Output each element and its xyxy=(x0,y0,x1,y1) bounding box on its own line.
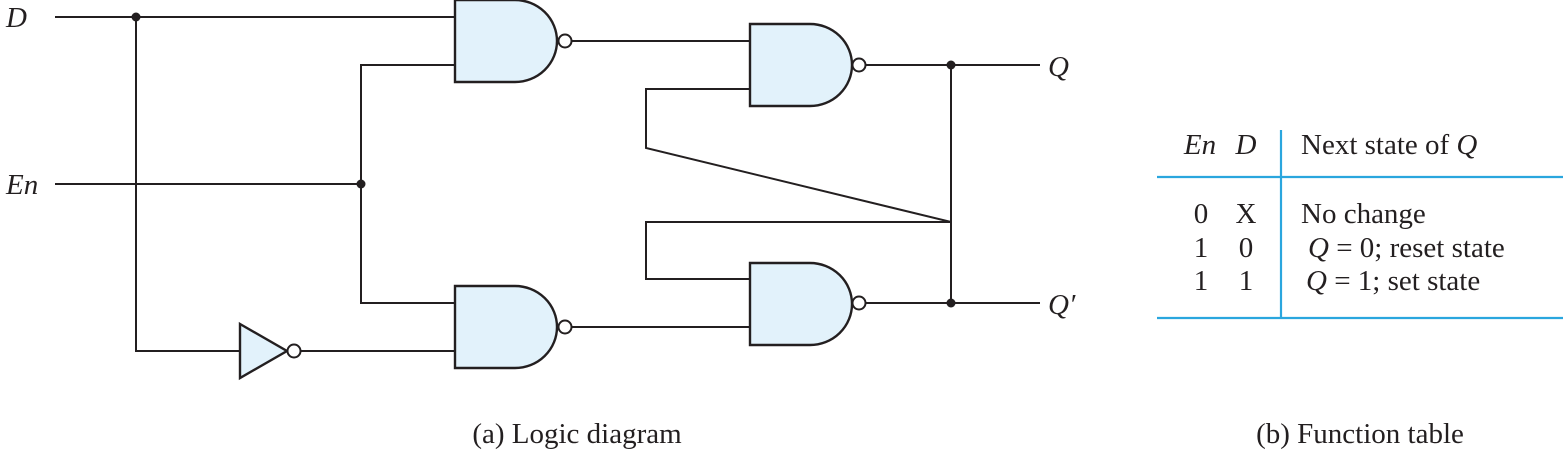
junction-qprime xyxy=(946,298,956,308)
table-header-d: D xyxy=(1235,129,1257,161)
nand-gate-1-body xyxy=(453,0,559,84)
nand-gate-3-bubble xyxy=(851,57,867,73)
junction-q xyxy=(946,60,956,70)
table-row-1-d: X xyxy=(1236,198,1257,230)
junction-d xyxy=(131,12,141,22)
table-row-3-text: = 1; set state xyxy=(1327,265,1480,297)
wire-q-feedback xyxy=(645,65,952,224)
table-row-2-en: 1 xyxy=(1194,232,1209,264)
nand-gate-2-body xyxy=(453,284,559,370)
nand-gate-2-bubble xyxy=(557,319,573,335)
nand-gate-1-bubble xyxy=(557,33,573,49)
nand-gate-4 xyxy=(748,261,867,347)
inverter-body xyxy=(238,321,290,381)
wire-qprime-feedback xyxy=(645,221,952,303)
wire-d-to-inverter xyxy=(135,17,240,352)
output-label-qprime: Q′ xyxy=(1048,289,1076,321)
nand-gate-1 xyxy=(453,0,573,84)
wires xyxy=(55,16,1040,352)
output-label-q: Q xyxy=(1048,51,1069,83)
nand-gate-4-body xyxy=(748,261,854,347)
table-row-3-next-state: Q = 1; set state xyxy=(1306,265,1480,297)
table-header-next-state: Next state of Q xyxy=(1301,129,1477,161)
table-row-3-d: 1 xyxy=(1239,265,1254,297)
wire-en-to-gate2 xyxy=(360,184,455,304)
function-table: En D Next state of Q 0 X No change 1 0 Q… xyxy=(1157,129,1563,320)
table-row-1-en: 0 xyxy=(1194,198,1209,230)
junction-en xyxy=(356,179,366,189)
junctions xyxy=(131,12,956,308)
nand-gate-3 xyxy=(748,22,867,108)
nand-gate-4-bubble xyxy=(851,295,867,311)
input-label-d: D xyxy=(5,2,27,34)
nand-gate-2 xyxy=(453,284,573,370)
table-row-3-var: Q xyxy=(1306,265,1327,297)
table-row-2-d: 0 xyxy=(1239,232,1254,264)
inverter xyxy=(238,321,302,381)
inverter-bubble xyxy=(286,343,302,359)
table-row-3-en: 1 xyxy=(1194,265,1209,297)
table-header-next-state-text: Next state of xyxy=(1301,129,1456,161)
nand-gate-3-body xyxy=(748,22,854,108)
table-header-next-state-var: Q xyxy=(1456,129,1477,161)
caption-logic-diagram: (a) Logic diagram xyxy=(472,418,682,450)
table-row-2-next-state: Q = 0; reset state xyxy=(1308,232,1505,264)
table-row-2-text: = 0; reset state xyxy=(1329,232,1505,264)
table-header-en: En xyxy=(1183,129,1216,161)
table-row-2-var: Q xyxy=(1308,232,1329,264)
input-label-en: En xyxy=(5,169,38,201)
caption-function-table: (b) Function table xyxy=(1256,418,1464,450)
table-row-1-next-state: No change xyxy=(1301,198,1426,230)
wire-en-to-gate1 xyxy=(360,64,455,184)
